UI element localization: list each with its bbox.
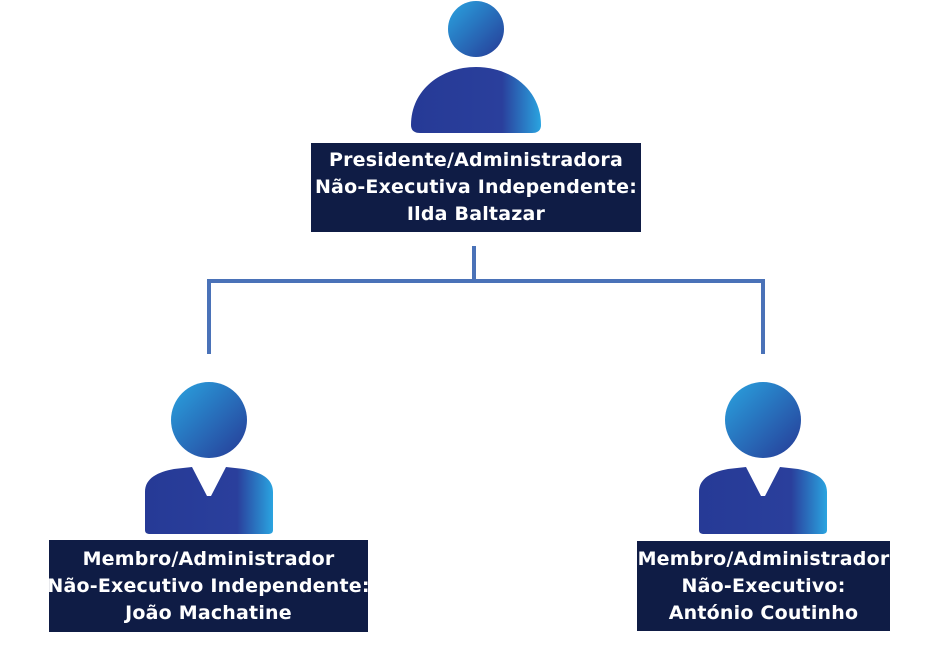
president-label-box: Presidente/Administradora Não-Executiva … [311,143,641,232]
president-name: Ilda Baltazar [406,203,546,225]
member-right-person-icon [699,382,827,534]
member-left-role-line1: Membro/Administrador [82,547,335,570]
president-person-icon [411,1,541,133]
member-left-role-line2: Não-Executivo Independente: [49,574,368,597]
member-right-label-box: Membro/Administrador Não-Executivo: Antó… [637,541,890,631]
member-left-person-icon [145,382,273,534]
member-right-role-line1: Membro/Administrador [637,547,890,570]
member-left-label-box: Membro/Administrador Não-Executivo Indep… [49,540,368,632]
member-left-name: João Machatine [125,601,292,624]
member-right-role-line2: Não-Executivo: [681,574,846,597]
president-role-line2: Não-Executiva Independente: [314,176,638,198]
member-right-name: António Coutinho [668,601,859,624]
president-role-line1: Presidente/Administradora [328,149,623,171]
